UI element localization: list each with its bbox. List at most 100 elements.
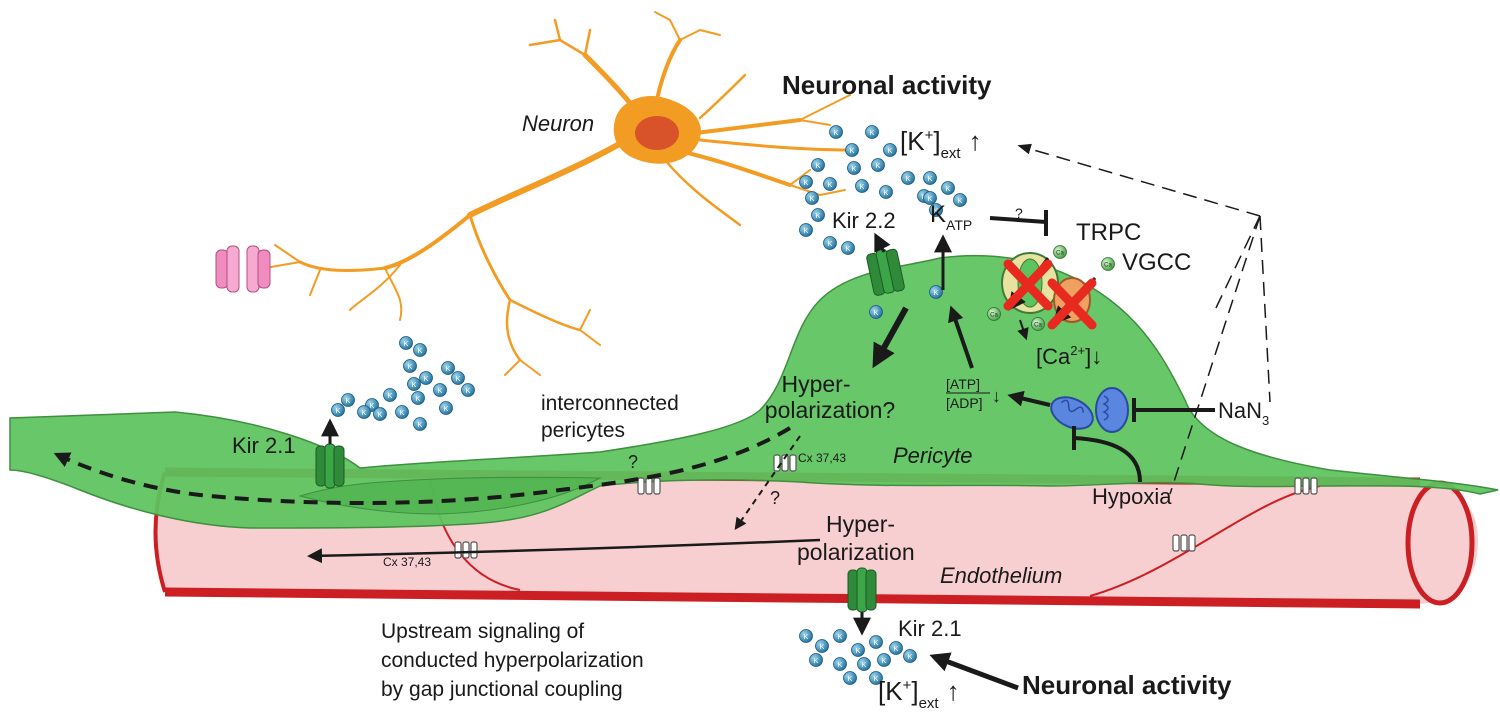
hypoxia-label: Hypoxia [1092, 484, 1172, 509]
svg-text:K: K [862, 662, 867, 669]
svg-text:Ca: Ca [1034, 323, 1042, 329]
trpc-label: TRPC [1076, 219, 1141, 246]
k-ion-icon: K [811, 208, 825, 222]
interconnected-question-label: ? [628, 452, 638, 472]
kir21-bottom-channel [847, 567, 877, 613]
pathway-arrows [53, 143, 1271, 691]
hyperpolarization-label-2: polarization [797, 539, 915, 565]
kir22-label: Kir 2.2 [832, 208, 896, 233]
block-cross-icon [1047, 278, 1097, 330]
svg-text:K: K [882, 658, 887, 665]
k-ion-icon: K [383, 388, 397, 402]
svg-text:K: K [418, 348, 423, 355]
k-ion-icon: K [829, 125, 843, 139]
k-ion-icon: K [865, 125, 879, 139]
svg-text:K: K [834, 130, 839, 137]
svg-text:K: K [846, 246, 851, 253]
endothelial-cell-border [1089, 485, 1321, 597]
k-ion-icon: K [439, 401, 453, 415]
k-ion-icon: K [901, 171, 915, 185]
vessel-wall-bottom [164, 587, 1421, 609]
svg-text:K: K [816, 213, 821, 220]
ca-ion-icon: Ca [1101, 257, 1115, 271]
k-ion-icon: K [413, 343, 427, 357]
k-ion-icon: K [855, 179, 869, 193]
mitochondria-icon [1050, 387, 1129, 433]
kir21-left-label: Kir 2.1 [232, 433, 296, 458]
k-ion-icon: K [953, 193, 967, 207]
svg-text:K: K [418, 422, 423, 429]
svg-text:K: K [928, 196, 933, 203]
kir21-left-channel [315, 443, 345, 489]
k-ion-icon: K [407, 377, 421, 391]
k-ion-icon: K [851, 643, 865, 657]
svg-text:Ca: Ca [1056, 251, 1064, 257]
svg-text:K: K [906, 176, 911, 183]
interconnected-pericytes-label-1: interconnected [541, 392, 679, 415]
svg-text:K: K [894, 646, 899, 653]
k-ion-icon: K [403, 359, 417, 373]
k-ion-icon: K [923, 191, 937, 205]
svg-text:K: K [814, 658, 819, 665]
svg-text:K: K [838, 634, 843, 641]
svg-text:K: K [370, 403, 375, 410]
svg-text:K: K [804, 180, 809, 187]
k-ion-icon: K [869, 635, 883, 649]
neuronal-activity-top-label: Neuronal activity [782, 70, 992, 100]
svg-text:K: K [946, 186, 951, 193]
k-ion-icon: K [373, 407, 387, 421]
upstream-label-2: conducted hyperpolarization [381, 649, 644, 672]
neuron-label: Neuron [522, 111, 594, 136]
svg-text:K: K [884, 190, 889, 197]
svg-text:K: K [934, 290, 939, 297]
interconnected-pericytes-label-2: pericytes [541, 419, 625, 442]
svg-text:Ca: Ca [990, 313, 998, 319]
k-ion-icon: K [833, 629, 847, 643]
svg-text:K: K [828, 182, 833, 189]
svg-text:K: K [804, 228, 809, 235]
svg-text:K: K [438, 388, 443, 395]
upstream-label-3: by gap junctional coupling [381, 678, 623, 701]
endothelium-question-label: ? [770, 488, 780, 508]
svg-text:K: K [888, 148, 893, 155]
k-ion-icon: K [823, 236, 837, 250]
svg-text:K: K [816, 163, 821, 170]
k-ion-icon: K [441, 361, 455, 375]
ca-ion-icon: Ca [1031, 317, 1045, 331]
hyperpolarization-question-label-1: Hyper- [781, 371, 850, 397]
upstream-label-1: Upstream signaling of [381, 620, 584, 643]
svg-text:Ca: Ca [1104, 263, 1112, 269]
svg-text:K: K [416, 396, 421, 403]
svg-text:K: K [856, 648, 861, 655]
svg-text:K: K [408, 364, 413, 371]
svg-text:K: K [466, 388, 471, 395]
k-ion-icon: K [845, 143, 859, 157]
svg-text:K: K [362, 410, 367, 417]
k-ion-icon: K [809, 653, 823, 667]
k-ext-top-label: [K+]ext↑ [900, 126, 982, 162]
k-ion-icon: K [815, 639, 829, 653]
neuron-nucleus [635, 116, 679, 150]
svg-text:K: K [400, 410, 405, 417]
block-cross-icon [1003, 259, 1053, 311]
nan3-label: NaN3 [1218, 398, 1269, 428]
k-ion-icon: K [883, 143, 897, 157]
k-ion-icon: K [357, 405, 371, 419]
k-ion-icon: K [461, 383, 475, 397]
k-ion-icon: K [341, 393, 355, 407]
k-ion-icon: K [843, 671, 857, 685]
svg-text:K: K [804, 634, 809, 641]
gap-junction-icon [637, 477, 661, 495]
vgcc-label: VGCC [1122, 249, 1191, 276]
k-ion-icon: K [413, 417, 427, 431]
svg-text:K: K [346, 398, 351, 405]
k-ion-icon: K [799, 175, 813, 189]
gap-junction-icon [773, 454, 797, 472]
k-ion-icon: K [331, 403, 345, 417]
k-ion-icon: K [871, 158, 885, 172]
svg-text:K: K [860, 184, 865, 191]
k-ion-icon: K [433, 383, 447, 397]
pericyte-label: Pericyte [893, 443, 972, 468]
svg-text:K: K [850, 148, 855, 155]
